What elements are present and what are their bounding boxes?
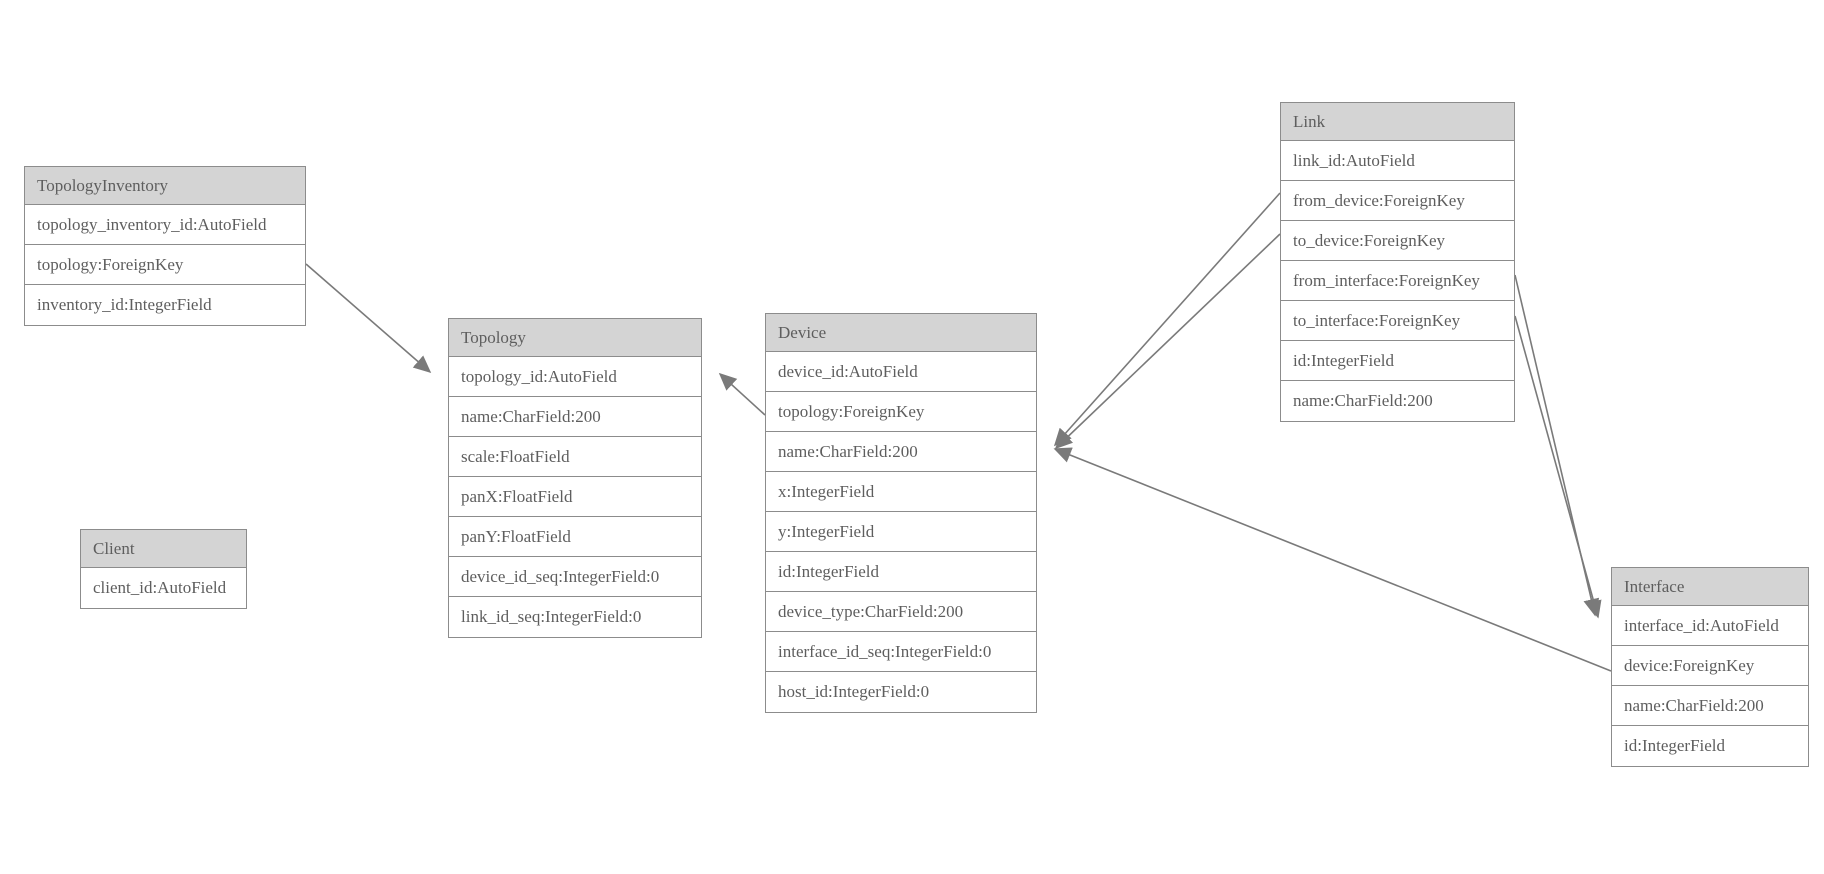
entity-title-interface: Interface (1612, 568, 1808, 606)
entity-field-row: device:ForeignKey (1612, 646, 1808, 686)
entity-field-row: device_type:CharField:200 (766, 592, 1036, 632)
entity-field-row: from_interface:ForeignKey (1281, 261, 1514, 301)
entity-field-row: x:IntegerField (766, 472, 1036, 512)
entity-title-topology: Topology (449, 319, 701, 357)
entity-field-row: interface_id:AutoField (1612, 606, 1808, 646)
entity-field-row: id:IntegerField (766, 552, 1036, 592)
entity-field-row: to_interface:ForeignKey (1281, 301, 1514, 341)
edge-link-from-interface (1514, 274, 1600, 617)
entity-field-row: host_id:IntegerField:0 (766, 672, 1036, 712)
entity-field-row: inventory_id:IntegerField (25, 285, 305, 325)
entity-title-link: Link (1281, 103, 1514, 141)
entity-field-row: topology:ForeignKey (766, 392, 1036, 432)
entity-field-row: client_id:AutoField (81, 568, 246, 608)
edge-link-from-device (1053, 192, 1281, 447)
entity-topologyinventory[interactable]: TopologyInventory topology_inventory_id:… (24, 166, 306, 326)
entity-field-row: topology:ForeignKey (25, 245, 305, 285)
entity-title-topologyinventory: TopologyInventory (25, 167, 305, 205)
entity-field-row: id:IntegerField (1281, 341, 1514, 381)
entity-title-device: Device (766, 314, 1036, 352)
entity-field-row: name:CharField:200 (766, 432, 1036, 472)
entity-field-row: name:CharField:200 (1281, 381, 1514, 421)
edge-link-to-device (1054, 233, 1281, 450)
entity-title-client: Client (81, 530, 246, 568)
entity-field-row: name:CharField:200 (1612, 686, 1808, 726)
entity-interface[interactable]: Interface interface_id:AutoField device:… (1611, 567, 1809, 767)
entity-field-row: link_id_seq:IntegerField:0 (449, 597, 701, 637)
entity-field-row: scale:FloatField (449, 437, 701, 477)
entity-field-row: topology_id:AutoField (449, 357, 701, 397)
entity-device[interactable]: Device device_id:AutoField topology:Fore… (765, 313, 1037, 713)
entity-client[interactable]: Client client_id:AutoField (80, 529, 247, 609)
edge-link-to-interface (1514, 315, 1602, 619)
entity-topology[interactable]: Topology topology_id:AutoField name:Char… (448, 318, 702, 638)
entity-field-row: to_device:ForeignKey (1281, 221, 1514, 261)
entity-field-row: device_id_seq:IntegerField:0 (449, 557, 701, 597)
entity-field-row: id:IntegerField (1612, 726, 1808, 766)
entity-field-row: from_device:ForeignKey (1281, 181, 1514, 221)
edge-topologyinventory-topology (305, 263, 432, 374)
edge-interface-device (1053, 447, 1612, 672)
entity-field-row: name:CharField:200 (449, 397, 701, 437)
entity-field-row: y:IntegerField (766, 512, 1036, 552)
entity-field-row: device_id:AutoField (766, 352, 1036, 392)
entity-field-row: panX:FloatField (449, 477, 701, 517)
entity-field-row: link_id:AutoField (1281, 141, 1514, 181)
entity-field-row: panY:FloatField (449, 517, 701, 557)
entity-link[interactable]: Link link_id:AutoField from_device:Forei… (1280, 102, 1515, 422)
entity-field-row: interface_id_seq:IntegerField:0 (766, 632, 1036, 672)
entity-field-row: topology_inventory_id:AutoField (25, 205, 305, 245)
edge-device-topology (718, 372, 766, 416)
